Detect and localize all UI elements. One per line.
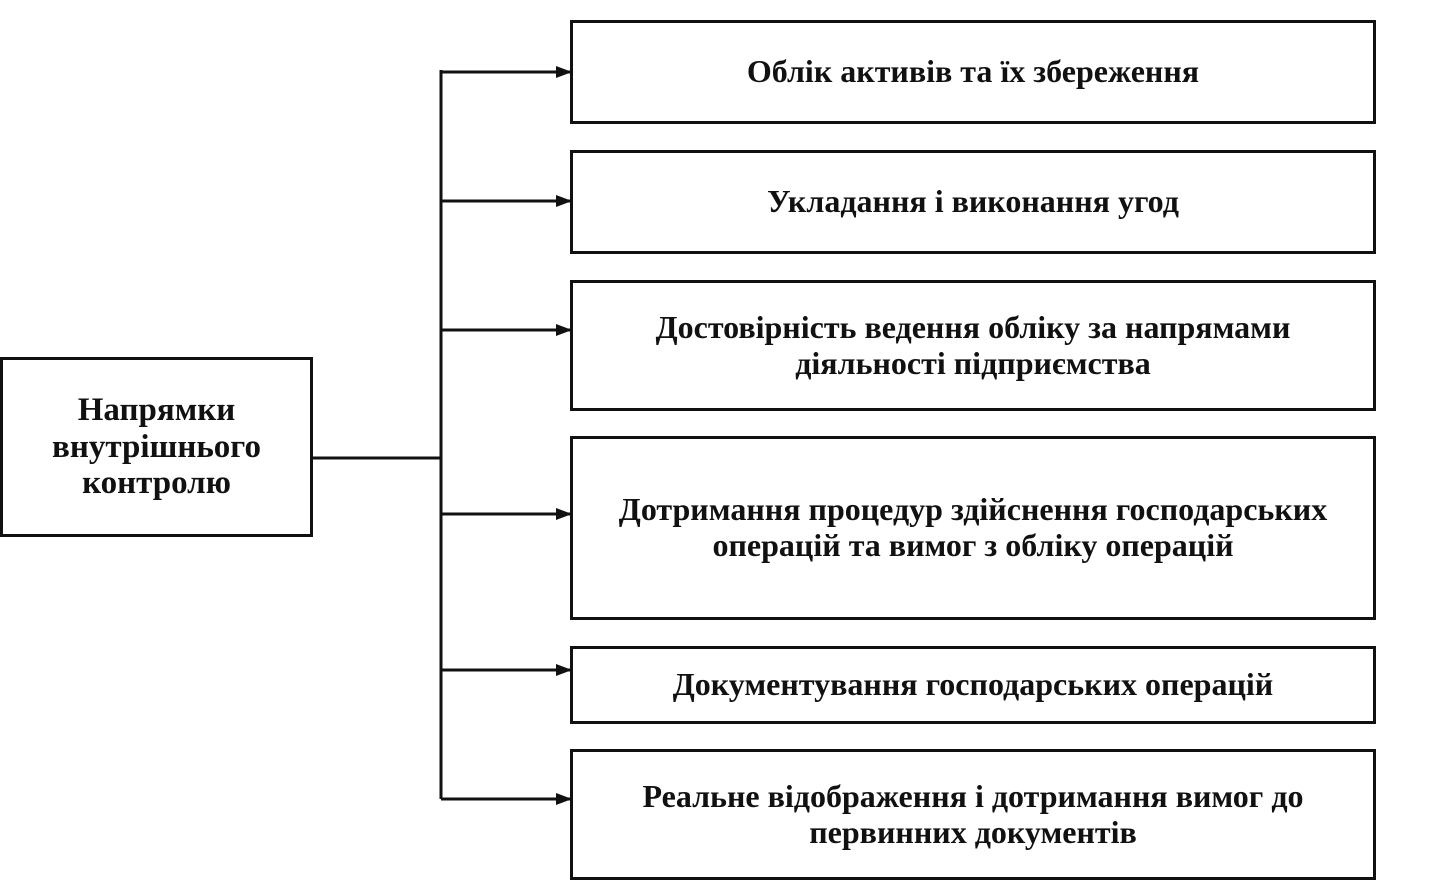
- branch-node-4-text: Дотримання процедур здійснення господарс…: [618, 491, 1328, 564]
- branch-1-line-1: Облік активів та їх збереження: [746, 53, 1200, 90]
- branch-node-3: Достовірність ведення обліку за напрямам…: [570, 280, 1376, 411]
- branch-node-6-text: Реальне відображення і дотримання вимог …: [642, 777, 1304, 851]
- branch-node-4: Дотримання процедур здійснення господарс…: [570, 436, 1376, 620]
- branch-node-5: Документування господарських операцій: [570, 646, 1376, 724]
- branch-3-line-1: Достовірність ведення обліку за напрямам…: [655, 308, 1291, 345]
- branch-node-1-text: Облік активів та їх збереження: [746, 53, 1200, 90]
- root-line-1: Напрямки: [77, 391, 236, 428]
- root-node-text: Напрямки внутрішнього контролю: [52, 392, 261, 503]
- root-line-3: контролю: [82, 465, 231, 502]
- root-line-2: внутрішнього: [52, 428, 261, 465]
- branch-4-line-1: Дотримання процедур здійснення господарс…: [618, 491, 1328, 528]
- branch-node-6: Реальне відображення і дотримання вимог …: [570, 749, 1376, 880]
- branch-5-line-1: Документування господарських операцій: [672, 666, 1274, 703]
- branch-6-line-2: первинних документів: [809, 813, 1137, 850]
- branch-node-3-text: Достовірність ведення обліку за напрямам…: [655, 308, 1291, 382]
- branch-node-1: Облік активів та їх збереження: [570, 20, 1376, 124]
- branch-node-2-text: Укладання і виконання угод: [767, 183, 1179, 220]
- root-node: Напрямки внутрішнього контролю: [0, 357, 313, 537]
- branch-2-line-1: Укладання і виконання угод: [767, 183, 1179, 220]
- branch-4-line-2: операцій та вимог з обліку операцій: [712, 527, 1234, 563]
- branch-6-line-1: Реальне відображення і дотримання вимог …: [642, 777, 1304, 814]
- branch-node-2: Укладання і виконання угод: [570, 150, 1376, 254]
- branch-3-line-2: діяльності підприємства: [795, 344, 1151, 381]
- branch-node-5-text: Документування господарських операцій: [672, 666, 1274, 703]
